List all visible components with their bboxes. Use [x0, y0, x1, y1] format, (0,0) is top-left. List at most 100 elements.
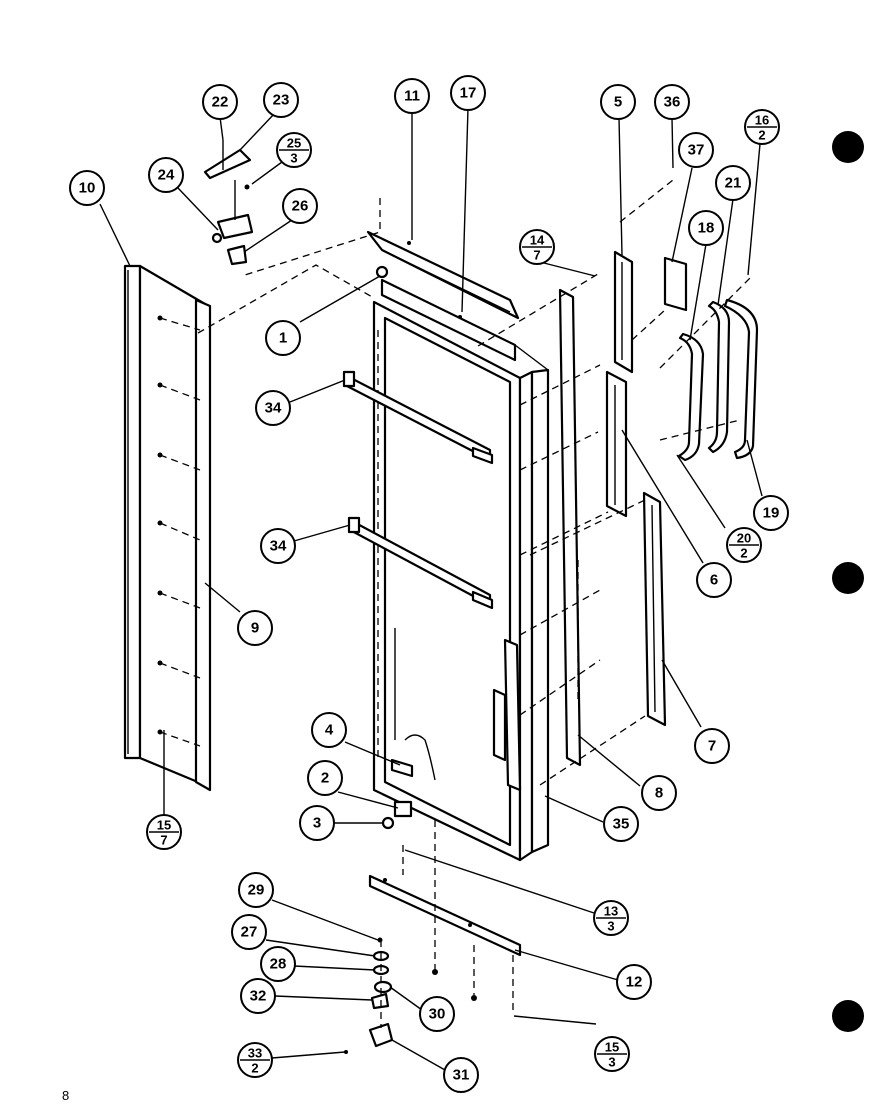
callout-17: 17 — [450, 75, 486, 111]
callout-34: 34 — [260, 528, 296, 564]
callout-10: 10 — [69, 170, 105, 206]
callout-25-3: 253 — [276, 132, 312, 168]
callout-number: 17 — [460, 85, 477, 102]
callout-30: 30 — [419, 996, 455, 1032]
callout-number: 34 — [270, 538, 287, 555]
callout-number: 33 — [248, 1046, 262, 1061]
callout-27: 27 — [231, 914, 267, 950]
callout-32: 32 — [240, 978, 276, 1014]
callout-number: 23 — [273, 92, 290, 109]
callout-31: 31 — [443, 1057, 479, 1093]
callout-number: 18 — [698, 220, 715, 237]
part-screw-1 — [375, 265, 389, 279]
callout-33-2: 332 — [237, 1042, 273, 1078]
callout-number: 15 — [157, 818, 171, 833]
callout-quantity: 3 — [290, 151, 297, 166]
callout-number: 27 — [241, 924, 258, 941]
callout-quantity: 7 — [160, 833, 167, 848]
callout-12: 12 — [616, 964, 652, 1000]
callout-number: 11 — [404, 88, 420, 105]
callout-34: 34 — [255, 390, 291, 426]
part-bottom-trim — [368, 874, 522, 957]
callout-number: 21 — [725, 175, 742, 192]
callout-37: 37 — [678, 132, 714, 168]
callout-3: 3 — [299, 805, 335, 841]
callout-number: 10 — [79, 180, 96, 197]
part-handle-insert — [605, 370, 628, 518]
part-top-hinge — [203, 140, 254, 266]
callout-number: 31 — [453, 1067, 470, 1084]
callout-36: 36 — [654, 84, 690, 120]
callout-24: 24 — [148, 157, 184, 193]
callout-14-7: 147 — [519, 229, 555, 265]
part-handle-channel — [613, 250, 634, 374]
callout-number: 20 — [737, 531, 751, 546]
callout-number: 1 — [279, 330, 287, 347]
callout-number: 5 — [614, 94, 622, 111]
callout-26: 26 — [282, 188, 318, 224]
callout-29: 29 — [238, 872, 274, 908]
callout-5: 5 — [600, 84, 636, 120]
part-door-inner-liner — [380, 278, 550, 854]
callout-13-3: 133 — [593, 900, 629, 936]
part-side-trim-panel — [123, 264, 212, 792]
callout-number: 34 — [265, 400, 282, 417]
callout-1: 1 — [265, 320, 301, 356]
callout-number: 12 — [626, 974, 643, 991]
callout-15-7: 157 — [146, 814, 182, 850]
callout-quantity: 2 — [758, 128, 765, 143]
callout-35: 35 — [603, 806, 639, 842]
part-bottom-hinge-stack — [344, 937, 477, 1054]
callout-quantity: 2 — [740, 546, 747, 561]
part-side-plate — [492, 288, 582, 792]
leader-lines — [99, 107, 763, 1071]
callout-number: 30 — [429, 1006, 446, 1023]
callout-20-2: 202 — [726, 527, 762, 563]
callout-number: 16 — [755, 113, 769, 128]
callout-number: 8 — [655, 785, 663, 802]
binder-hole-middle — [832, 562, 864, 594]
callout-21: 21 — [715, 165, 751, 201]
page-number: 8 — [62, 1088, 69, 1103]
callout-quantity: 2 — [251, 1061, 258, 1076]
callout-number: 26 — [292, 198, 309, 215]
callout-number: 7 — [708, 738, 716, 755]
callout-number: 28 — [270, 956, 287, 973]
callout-number: 4 — [325, 722, 334, 739]
callout-18: 18 — [688, 210, 724, 246]
callout-quantity: 3 — [608, 1055, 615, 1070]
callout-4: 4 — [311, 712, 347, 748]
callout-2: 2 — [307, 760, 343, 796]
binder-hole-bottom — [832, 1000, 864, 1032]
callout-7: 7 — [694, 728, 730, 764]
assembly-lines — [197, 179, 751, 1028]
callout-16-2: 162 — [744, 109, 780, 145]
callout-8: 8 — [641, 775, 677, 811]
callout-19: 19 — [753, 495, 789, 531]
callout-number: 14 — [530, 233, 545, 248]
part-top-cap — [366, 230, 520, 320]
part-handle-assembly — [677, 298, 759, 462]
callout-11: 11 — [394, 78, 430, 114]
callout-number: 25 — [287, 136, 301, 151]
callout-quantity: 7 — [533, 248, 540, 263]
callout-number: 37 — [688, 142, 705, 159]
callout-6: 6 — [696, 562, 732, 598]
callout-23: 23 — [263, 82, 299, 118]
callout-number: 3 — [313, 815, 321, 832]
part-door-shelf-upper — [342, 370, 494, 465]
part-lower-channel — [642, 491, 667, 727]
callout-number: 9 — [251, 620, 259, 637]
callout-number: 2 — [321, 770, 329, 787]
callout-quantity: 3 — [607, 919, 614, 934]
callout-number: 32 — [250, 988, 267, 1005]
part-label-plate — [663, 256, 688, 312]
callout-number: 22 — [212, 94, 229, 111]
callout-number: 29 — [248, 882, 265, 899]
callout-22: 22 — [202, 84, 238, 120]
callout-number: 19 — [763, 505, 780, 522]
callout-number: 15 — [605, 1040, 619, 1055]
callout-number: 13 — [604, 904, 618, 919]
